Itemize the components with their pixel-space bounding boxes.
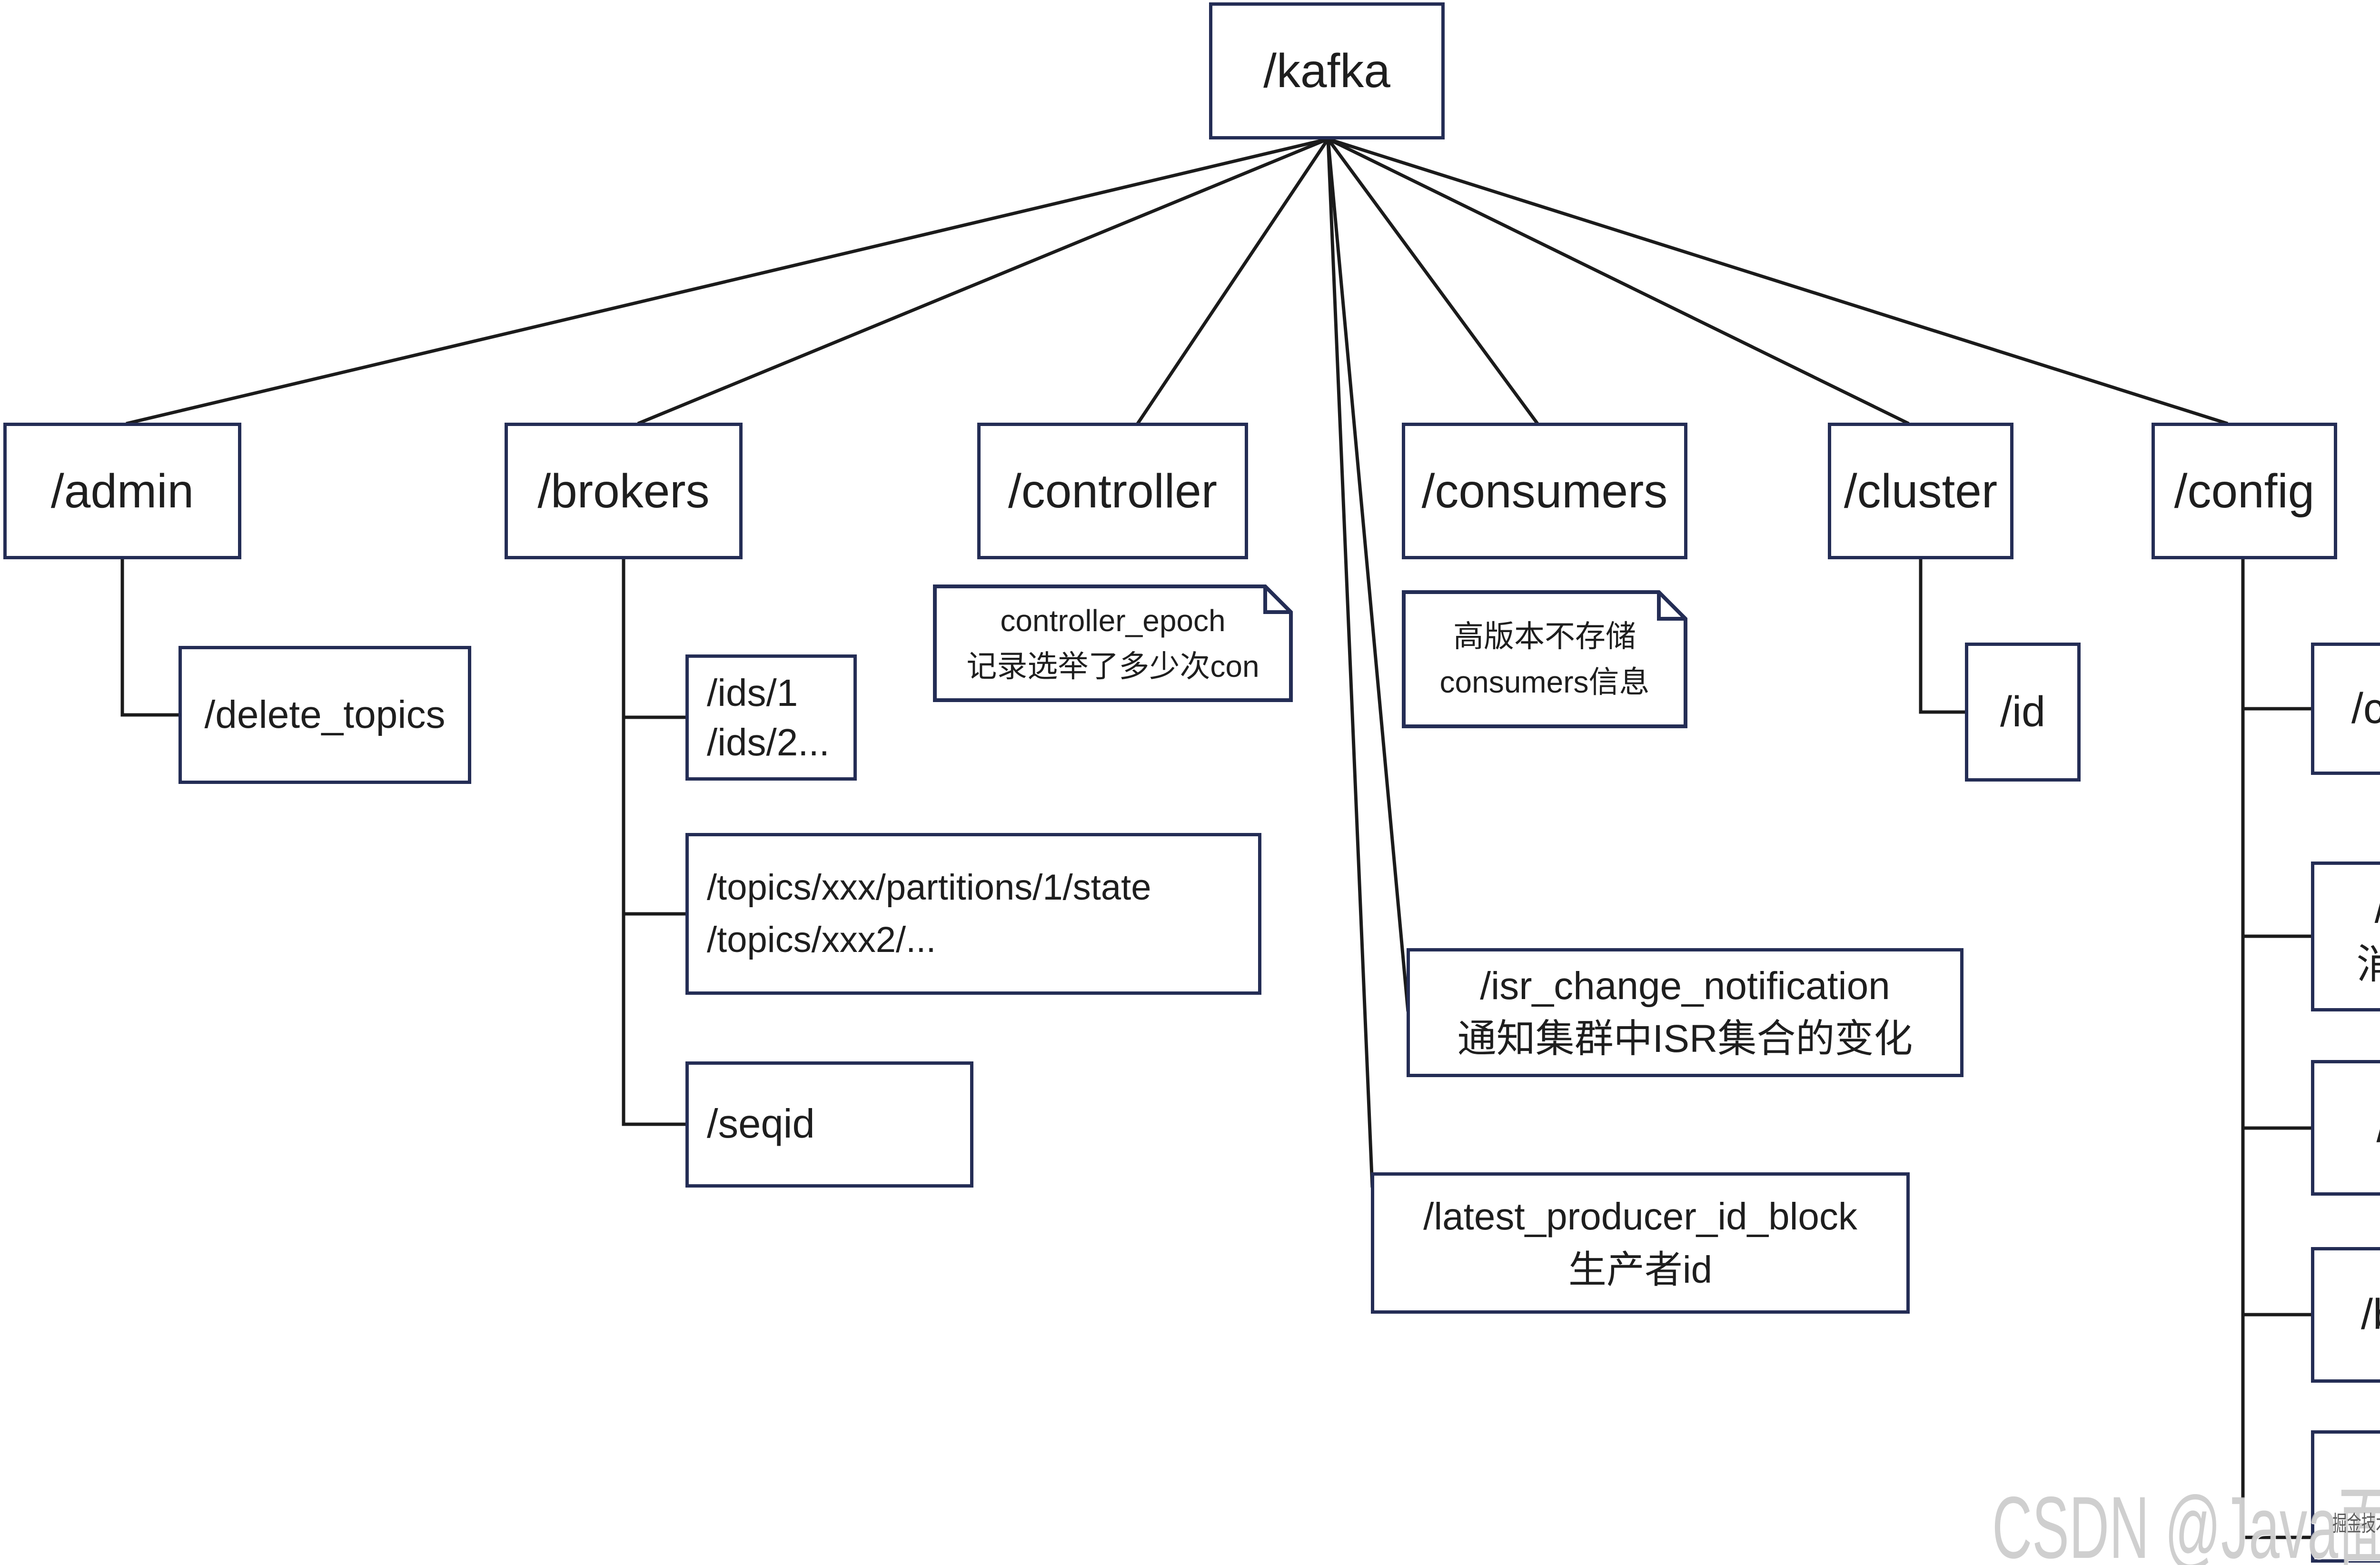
note-controller-line2: 记录选举了多少次con [966, 649, 1259, 683]
edge-kafka-brokers [637, 137, 1329, 426]
note-controller-epoch: controller_epoch 记录选举了多少次con [933, 584, 1293, 702]
node-ids-line2: /ids/2... [707, 721, 830, 763]
note-shape [933, 584, 1293, 702]
node-topics-state-line2: /topics/xxx2/... [707, 920, 936, 960]
node-cluster: /cluster [1828, 423, 2013, 559]
watermark-csdn: CSDN @Java面试教程 [1992, 1479, 2380, 1565]
edge-kafka-isr-change [1326, 139, 1410, 1012]
node-kafka-label: /kafka [1263, 44, 1390, 98]
note-consumers-line1: 高版本不存储 [1453, 619, 1636, 654]
edge-kafka-latest-producer [1326, 139, 1374, 1188]
note-consumers-info: 高版本不存储 consumers信息 [1402, 590, 1687, 728]
node-isr-line2: 通知集群中ISR集合的变化 [1457, 1017, 1913, 1060]
node-id: /id [1965, 643, 2081, 782]
node-delete-topics-label: /delete_topics [204, 693, 446, 736]
node-kafka: /kafka [1209, 2, 1445, 139]
node-ids: /ids/1 /ids/2... [685, 654, 857, 781]
node-cluster-label: /cluster [1844, 464, 1998, 518]
node-consumers: /consumers [1402, 423, 1687, 559]
node-delete-topics: /delete_topics [178, 646, 471, 784]
node-brokers: /brokers [505, 423, 743, 559]
edge-kafka-cluster [1327, 137, 1910, 426]
note-controller-line1: controller_epoch [1000, 603, 1226, 638]
node-admin: /admin [3, 423, 241, 559]
edge-kafka-consumers [1327, 138, 1539, 425]
note-consumers-line2: consumers信息 [1439, 665, 1650, 699]
node-seqid-label: /seqid [707, 1101, 815, 1147]
node-config-label: /config [2174, 464, 2315, 518]
node-admin-label: /admin [50, 464, 194, 518]
node-config-topics-label: /topics [2376, 1100, 2380, 1156]
node-isr-line1: /isr_change_notification [1480, 964, 1890, 1008]
edge-cluster-id [1919, 559, 1965, 714]
node-config: /config [2152, 423, 2337, 559]
node-users: /users [2311, 1430, 2380, 1563]
edge-kafka-admin [126, 137, 1329, 426]
edge-config-trunk [2241, 559, 2311, 1539]
node-clients-line1: /clients [2375, 881, 2380, 936]
node-config-brokers: /brokers [2311, 1247, 2380, 1383]
node-topics-state: /topics/xxx/partitions/1/state /topics/x… [685, 833, 1261, 995]
node-isr-change-notification: /isr_change_notification 通知集群中ISR集合的变化 [1407, 948, 1964, 1077]
node-controller: /controller [977, 423, 1248, 559]
node-latest-producer-line2: 生产者id [1568, 1248, 1713, 1291]
node-controller-label: /controller [1008, 464, 1218, 518]
edge-kafka-config [1327, 137, 2229, 426]
node-changes-label: /changes [2351, 684, 2380, 733]
node-latest-producer-line1: /latest_producer_id_block [1423, 1195, 1857, 1238]
node-seqid: /seqid [685, 1061, 973, 1188]
node-brokers-label: /brokers [537, 464, 710, 518]
node-config-brokers-label: /brokers [2360, 1291, 2380, 1338]
note-shape [1402, 590, 1687, 728]
edge-admin-delete-topics [120, 559, 178, 717]
edge-kafka-controller [1136, 138, 1329, 425]
node-latest-producer-id-block: /latest_producer_id_block 生产者id [1371, 1172, 1910, 1314]
node-consumers-label: /consumers [1421, 464, 1668, 518]
node-changes: /changes [2311, 643, 2380, 775]
node-clients-line2: 消费者等 [2356, 941, 2380, 987]
edge-brokers-trunk [622, 559, 685, 1126]
node-id-label: /id [2000, 688, 2046, 736]
watermark-juejin: 掘金技术社区 @ 樟小叶_公众号同名 [2332, 1511, 2380, 1536]
node-ids-line1: /ids/1 [707, 671, 798, 714]
node-topics-state-line1: /topics/xxx/partitions/1/state [707, 867, 1151, 908]
node-clients: /clients 消费者等 [2311, 862, 2380, 1011]
node-config-topics: /topics [2311, 1060, 2380, 1196]
